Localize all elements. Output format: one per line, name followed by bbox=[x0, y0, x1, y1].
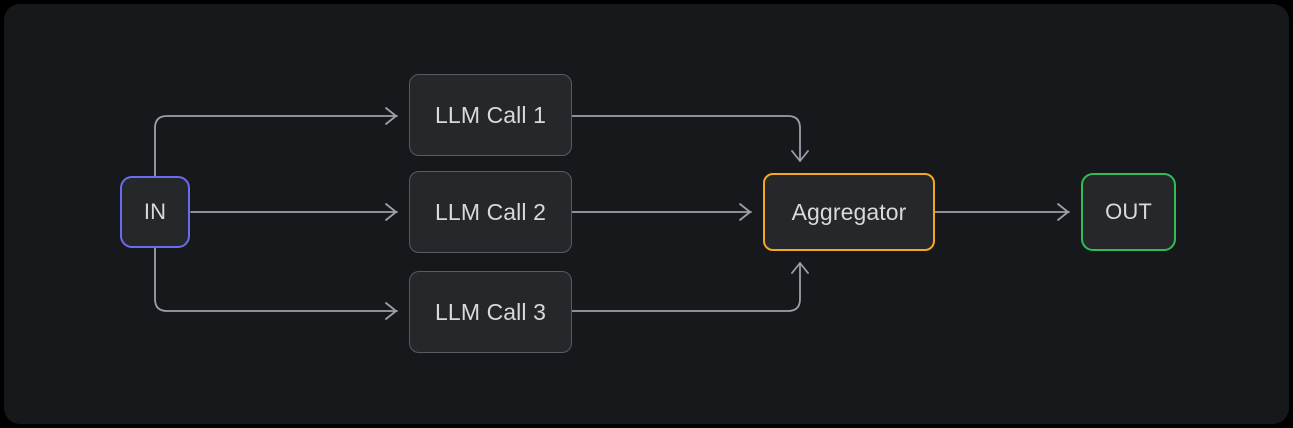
node-llm-call-2[interactable]: LLM Call 2 bbox=[409, 171, 572, 253]
node-out[interactable]: OUT bbox=[1081, 173, 1176, 251]
node-llm-call-1[interactable]: LLM Call 1 bbox=[409, 74, 572, 156]
diagram-card bbox=[4, 4, 1289, 424]
node-in[interactable]: IN bbox=[120, 176, 190, 248]
node-aggregator[interactable]: Aggregator bbox=[763, 173, 935, 251]
node-llm-call-3[interactable]: LLM Call 3 bbox=[409, 271, 572, 353]
